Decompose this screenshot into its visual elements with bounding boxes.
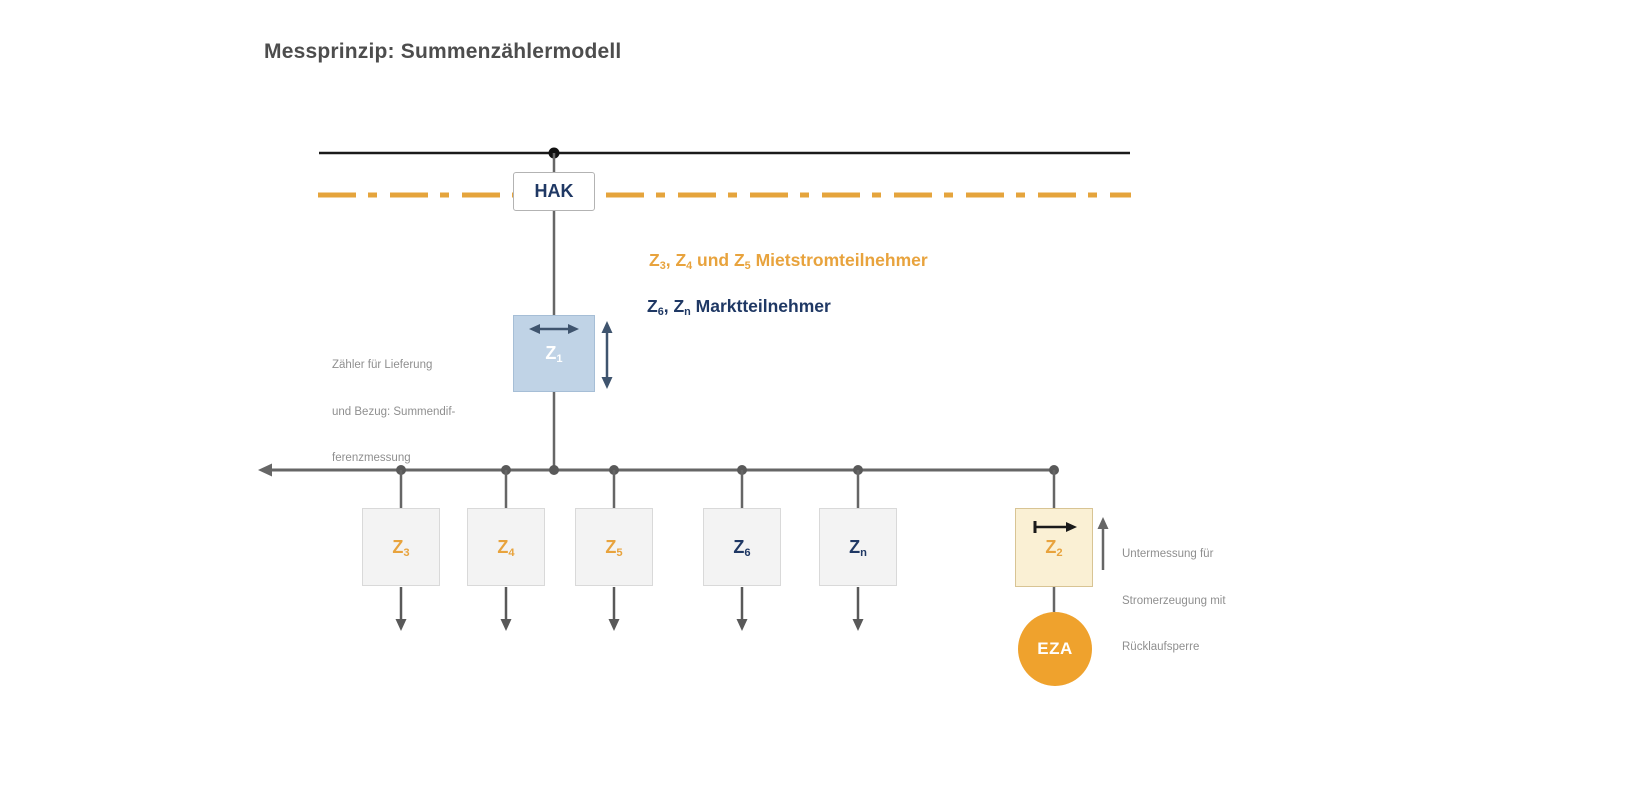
junction-dot	[737, 465, 747, 475]
junction-dot	[1049, 465, 1059, 475]
eza-label: EZA	[1037, 639, 1073, 658]
z1-bidirectional-arrow-icon	[601, 321, 613, 389]
meter-z4-box: Z4	[467, 508, 545, 586]
junction-dot	[609, 465, 619, 475]
z1-note-line: Zähler für Lieferung	[332, 359, 433, 371]
bus-left-arrow-icon	[258, 463, 272, 477]
legend-marktteilnehmer: Z6, Zn Marktteilnehmer	[647, 296, 831, 319]
generation-up-arrow-icon	[1097, 517, 1109, 570]
z1-note: Zähler für Lieferung und Bezug: Summendi…	[332, 327, 512, 498]
meter-z1-label: Z1	[545, 343, 563, 366]
meter-z6-box: Z6	[703, 508, 781, 586]
page-title: Messprinzip: Summenzählermodell	[264, 40, 622, 63]
down-arrow-icon	[608, 619, 620, 631]
z1-note-line: ferenzmessung	[332, 452, 411, 464]
legend-mieterstrom: Z3, Z4 und Z5 Mietstromteilnehmer	[649, 250, 928, 273]
hak-box: HAK	[513, 172, 595, 211]
z2-note-line: Untermessung für	[1122, 548, 1214, 560]
meter-z4-label: Z4	[497, 536, 515, 559]
down-arrow-icon	[500, 619, 512, 631]
meter-z2-box: Z2	[1015, 508, 1093, 587]
meter-z1-box: Z1	[513, 315, 595, 392]
meter-z2-label: Z2	[1045, 537, 1063, 560]
down-arrow-icon	[395, 619, 407, 631]
hak-label: HAK	[534, 181, 574, 201]
bar-arrow-right-icon	[1033, 521, 1077, 533]
eza-circle: EZA	[1018, 612, 1092, 686]
grid-junction-dot	[548, 147, 560, 159]
junction-dot	[853, 465, 863, 475]
down-arrow-icon	[852, 619, 864, 631]
z2-note: Untermessung für Stromerzeugung mit Rück…	[1122, 516, 1272, 687]
down-arrow-icon	[736, 619, 748, 631]
consumer-down-arrows	[395, 587, 864, 631]
z1-note-line: und Bezug: Summendif-	[332, 405, 456, 418]
meter-z6-label: Z6	[733, 536, 751, 559]
meter-zn-label: Zn	[849, 536, 867, 559]
meter-z5-label: Z5	[605, 536, 623, 559]
junction-dot	[549, 465, 559, 475]
meter-z3-box: Z3	[362, 508, 440, 586]
meter-z5-box: Z5	[575, 508, 653, 586]
z2-note-line: Rücklaufsperre	[1122, 641, 1200, 653]
z2-note-line: Stromerzeugung mit	[1122, 594, 1226, 607]
meter-z3-label: Z3	[392, 536, 410, 559]
meter-zn-box: Zn	[819, 508, 897, 586]
horizontal-double-arrow-icon	[529, 324, 579, 334]
